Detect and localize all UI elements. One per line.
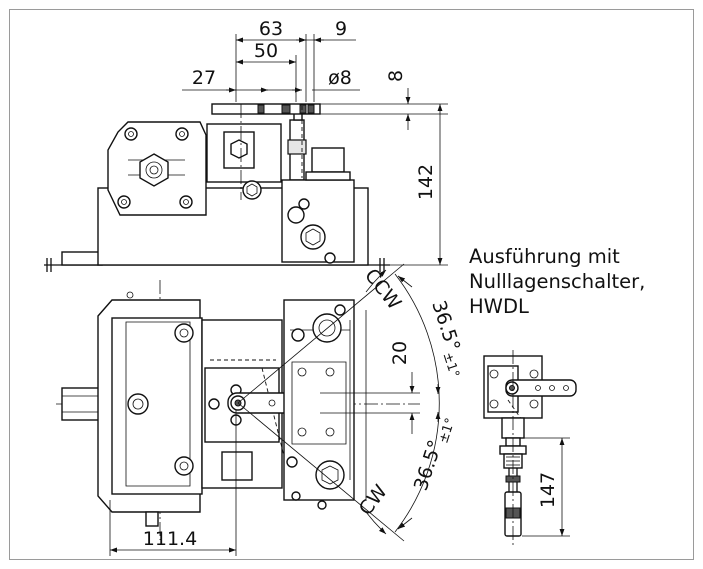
dim-8-diameter: ø8 [328, 67, 352, 89]
top-dimension-lines [182, 34, 448, 266]
note-line-3: HWDL [469, 295, 529, 318]
top-view [44, 103, 390, 272]
angle-upper-value: 36.5°±1° [423, 298, 472, 380]
dim-50: 50 [254, 40, 278, 62]
dim-8: 8 [385, 70, 407, 82]
zero-position-switch-detail [483, 350, 577, 545]
note-line-1: Ausführung mit [469, 245, 620, 268]
label-cw: CW [355, 481, 392, 520]
variant-note: Ausführung mit Nulllagenschalter, HWDL [469, 244, 689, 319]
front-view [56, 280, 420, 540]
dim-20: 20 [389, 341, 411, 365]
dim-63: 63 [259, 18, 283, 40]
front-dimension-lines [109, 263, 441, 556]
dim-27: 27 [192, 67, 216, 89]
dim-147: 147 [537, 472, 559, 508]
note-line-2: Nulllagenschalter, [469, 270, 646, 293]
dim-9: 9 [335, 18, 347, 40]
angle-lower-value: 36.5°±1° [410, 413, 459, 495]
dim-111-4: 111.4 [143, 528, 197, 550]
label-ccw: CCW [360, 265, 405, 314]
dim-142: 142 [415, 164, 437, 200]
